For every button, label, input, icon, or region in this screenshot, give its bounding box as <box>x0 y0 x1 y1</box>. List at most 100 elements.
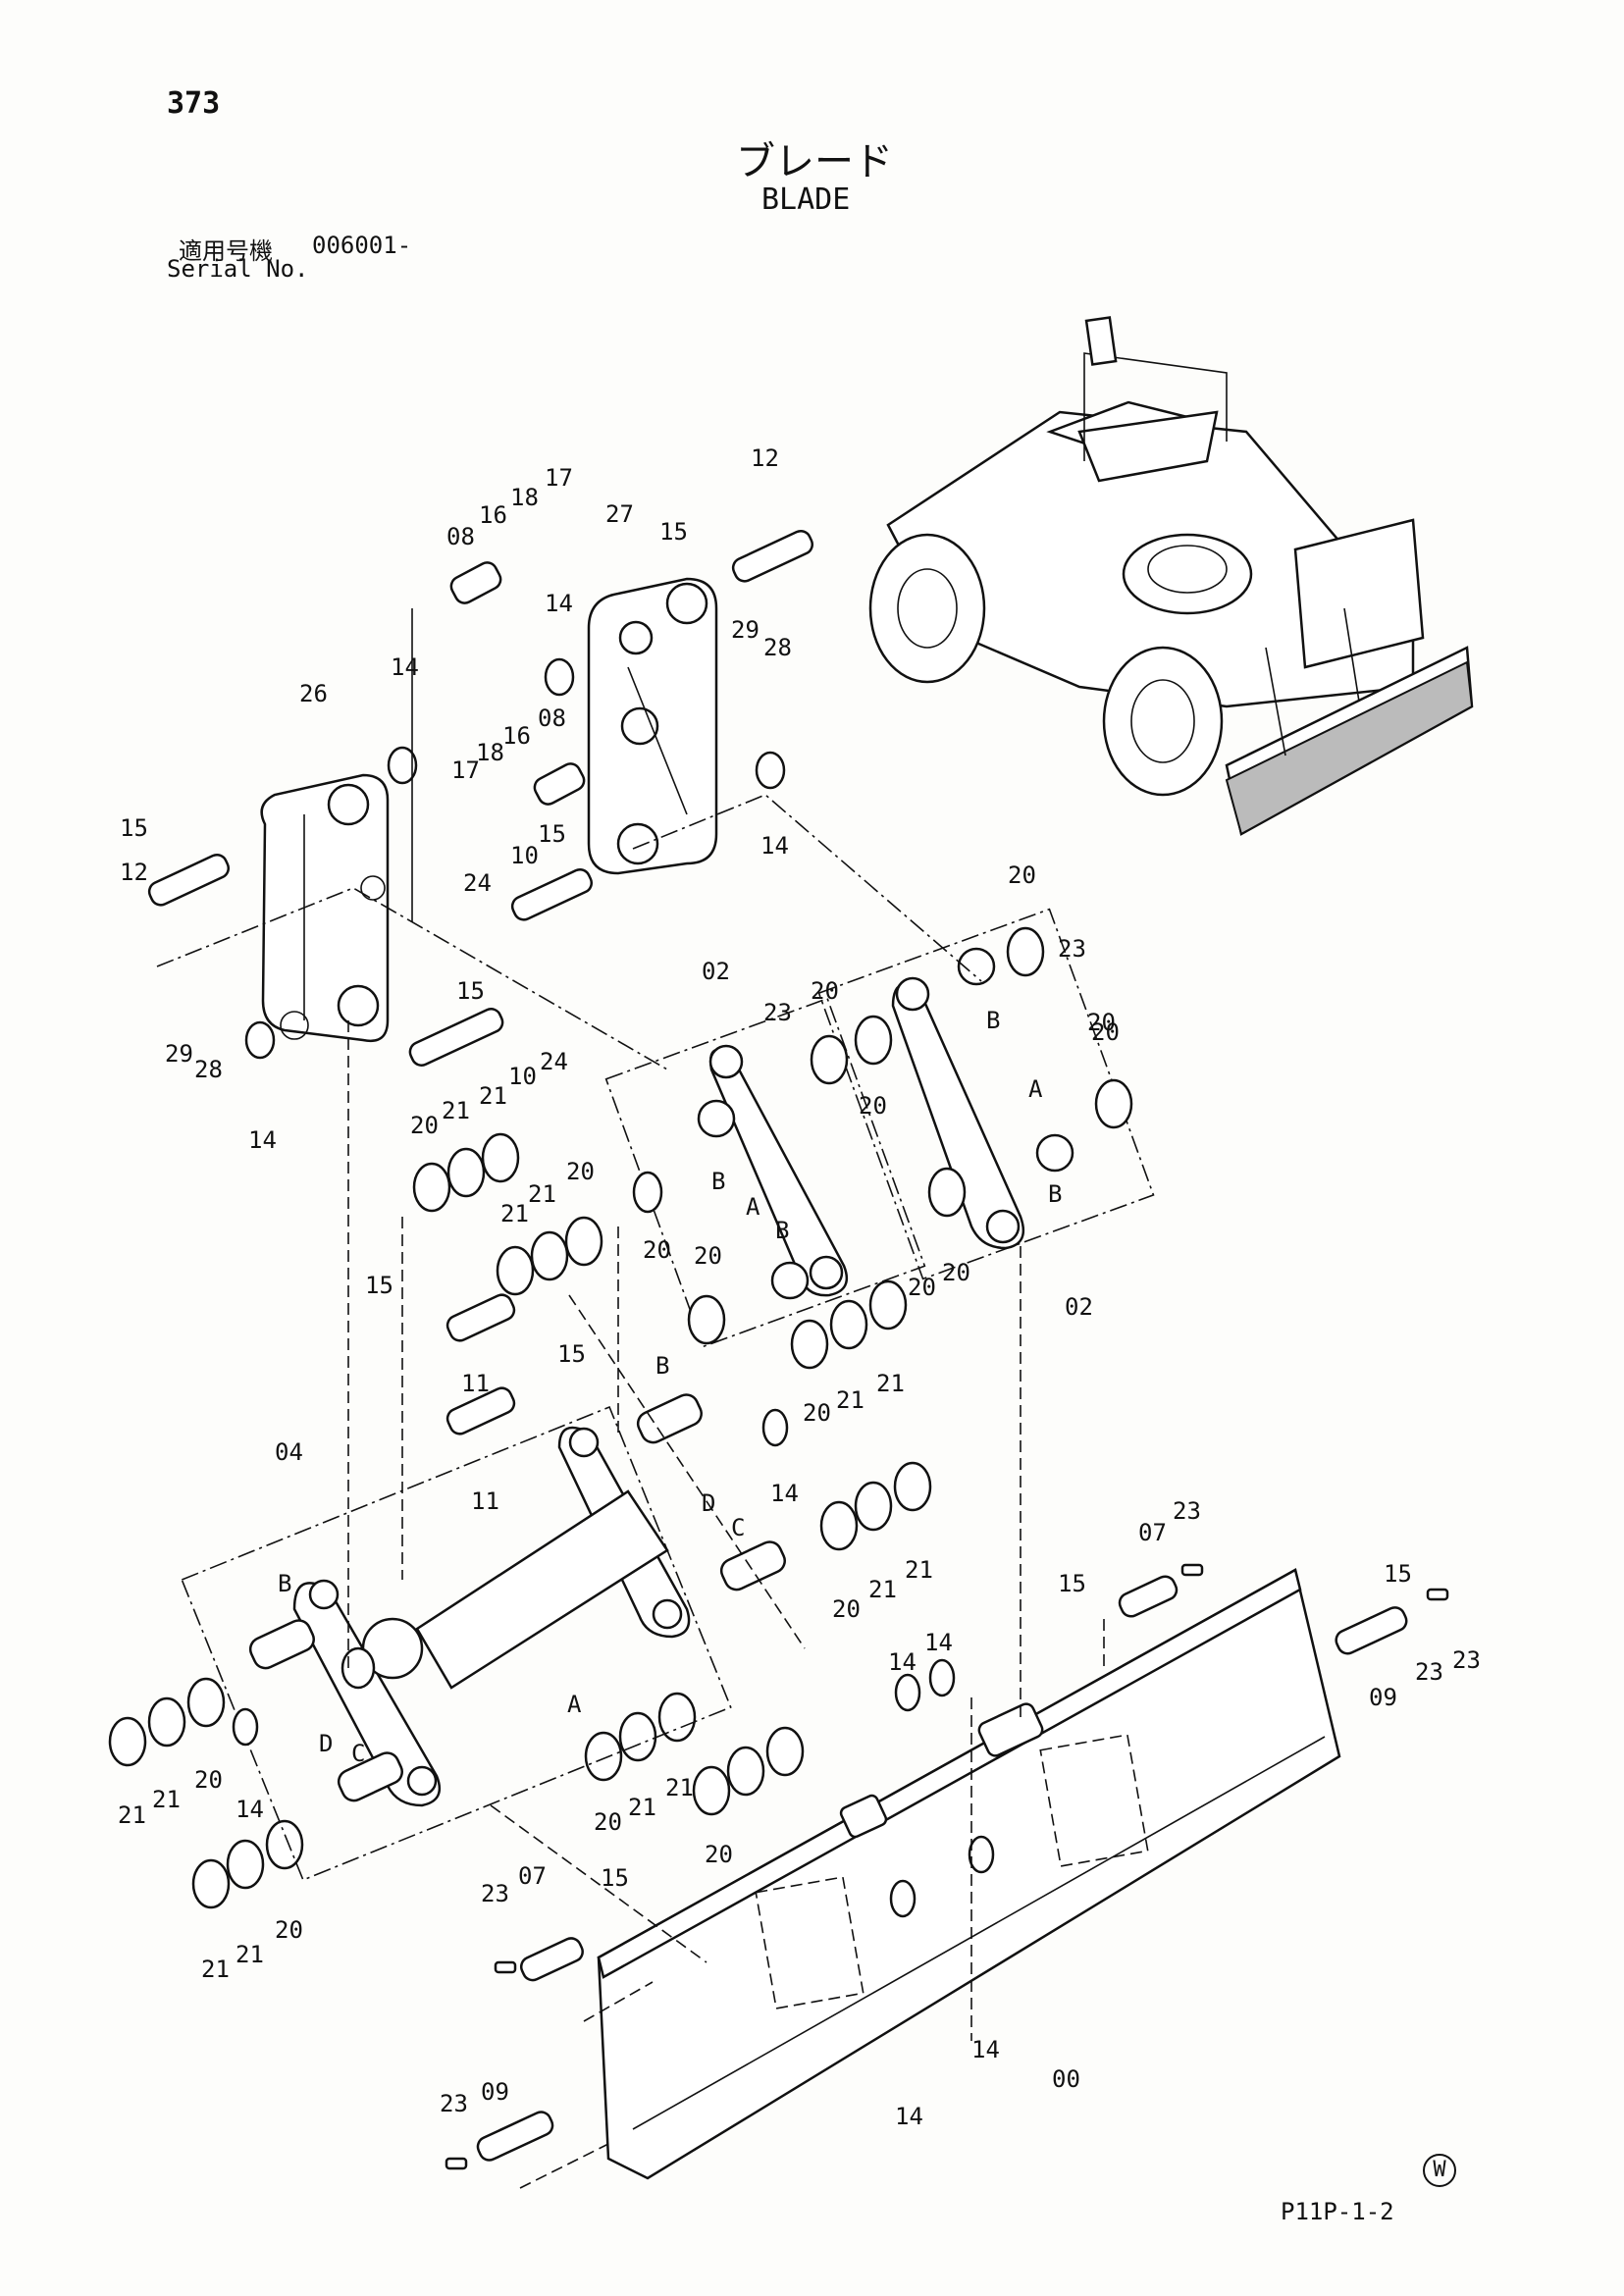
callout-21: 21 <box>500 1200 529 1227</box>
figure-code: P11P-1-2 <box>1281 2198 1394 2225</box>
page-number: 373 <box>167 86 221 121</box>
callout-14: 14 <box>971 2036 1000 2063</box>
callout-00: 00 <box>1052 2065 1080 2093</box>
callout-29: 29 <box>731 616 760 644</box>
serial-number-value: 006001- <box>312 232 412 259</box>
link-assembly-04 <box>181 1393 789 1882</box>
callout-15: 15 <box>456 977 485 1005</box>
callout-14: 14 <box>545 590 573 617</box>
callout-15: 15 <box>1058 1570 1086 1597</box>
callout-14: 14 <box>888 1648 917 1676</box>
callout-14: 14 <box>760 832 789 860</box>
callout-18: 18 <box>510 484 539 511</box>
callout-20: 20 <box>1008 861 1036 889</box>
reference-letter-d: D <box>319 1730 333 1757</box>
callout-07: 07 <box>518 1862 547 1890</box>
callout-23: 23 <box>1173 1497 1201 1525</box>
callout-21: 21 <box>836 1386 864 1414</box>
callout-20: 20 <box>1091 1018 1120 1046</box>
reference-letter-b: B <box>655 1352 669 1380</box>
callout-23: 23 <box>763 999 792 1026</box>
reference-letter-d: D <box>702 1489 715 1517</box>
reference-letter-a: A <box>567 1691 582 1718</box>
callout-02: 02 <box>1065 1293 1093 1321</box>
callout-15: 15 <box>538 820 566 848</box>
callout-20: 20 <box>859 1092 887 1120</box>
callout-14: 14 <box>895 2103 923 2130</box>
page-title: BLADE <box>761 183 851 217</box>
callout-09: 09 <box>1369 1684 1397 1711</box>
callout-21: 21 <box>201 1956 230 1983</box>
reference-letter-a: A <box>1028 1075 1043 1103</box>
callout-12: 12 <box>751 444 779 472</box>
page-title-japanese: ブレード <box>736 139 893 184</box>
callout-14: 14 <box>770 1480 799 1507</box>
callout-15: 15 <box>120 814 148 842</box>
callout-23: 23 <box>440 2090 468 2117</box>
reference-letter-c: C <box>351 1740 365 1767</box>
callout-11: 11 <box>461 1370 490 1397</box>
callout-21: 21 <box>868 1576 897 1603</box>
callout-14: 14 <box>248 1126 277 1154</box>
callout-28: 28 <box>194 1056 223 1083</box>
callout-24: 24 <box>463 869 492 897</box>
callout-29: 29 <box>165 1040 193 1068</box>
callout-23: 23 <box>1452 1646 1481 1674</box>
pins-07-09 <box>445 1563 1449 2170</box>
callout-20: 20 <box>942 1259 970 1286</box>
callout-23: 23 <box>1058 935 1086 963</box>
callout-10: 10 <box>508 1063 537 1090</box>
machine-overview-illustration <box>868 316 1474 836</box>
callout-10: 10 <box>510 842 539 869</box>
link-assembly-02-left <box>604 997 926 1348</box>
leader-lines <box>156 608 1105 2189</box>
watermark-mark: W <box>1423 2154 1456 2187</box>
callout-21: 21 <box>905 1556 933 1584</box>
callout-08: 08 <box>538 704 566 732</box>
callout-20: 20 <box>811 977 839 1005</box>
callout-02: 02 <box>702 958 730 985</box>
callout-20: 20 <box>594 1808 622 1836</box>
serial-label: Serial No. <box>167 255 309 283</box>
pins-11 <box>445 1293 516 1435</box>
serial-label-japanese: 適用号機 <box>179 237 273 265</box>
arm-assembly-27 <box>587 577 718 875</box>
pins-upper <box>147 529 814 1067</box>
reference-letter-b: B <box>986 1007 1000 1034</box>
callout-21: 21 <box>665 1774 694 1801</box>
callout-12: 12 <box>120 859 148 886</box>
reference-letter-b: B <box>1048 1180 1062 1208</box>
callout-21: 21 <box>528 1180 556 1208</box>
callout-09: 09 <box>481 2078 509 2106</box>
callout-15: 15 <box>365 1272 393 1299</box>
callout-11: 11 <box>471 1487 499 1515</box>
callout-20: 20 <box>275 1916 303 1944</box>
callout-26: 26 <box>299 680 328 707</box>
reference-letter-b: B <box>711 1168 725 1195</box>
callout-21: 21 <box>442 1097 470 1124</box>
callout-21: 21 <box>118 1801 146 1829</box>
link-assembly-02-right <box>817 908 1155 1280</box>
callout-14: 14 <box>391 653 419 681</box>
callout-16: 16 <box>502 722 531 750</box>
reference-letter-b: B <box>278 1570 291 1597</box>
callout-14: 14 <box>924 1629 953 1656</box>
callout-17: 17 <box>545 464 573 492</box>
callout-18: 18 <box>476 739 504 766</box>
washer-stacks <box>108 926 1133 1909</box>
arm-assembly-26 <box>260 773 390 1043</box>
callout-20: 20 <box>410 1112 439 1139</box>
callout-23: 23 <box>1415 1658 1443 1686</box>
reference-letter-b: B <box>775 1217 789 1244</box>
callout-20: 20 <box>803 1399 831 1427</box>
callout-20: 20 <box>566 1158 595 1185</box>
callout-04: 04 <box>275 1438 303 1466</box>
callout-20: 20 <box>1087 1009 1116 1036</box>
callout-08: 08 <box>446 523 475 550</box>
callout-21: 21 <box>876 1370 905 1397</box>
callout-07: 07 <box>1138 1519 1167 1546</box>
callout-20: 20 <box>694 1242 722 1270</box>
callout-21: 21 <box>236 1941 264 1968</box>
callout-21: 21 <box>479 1082 507 1110</box>
